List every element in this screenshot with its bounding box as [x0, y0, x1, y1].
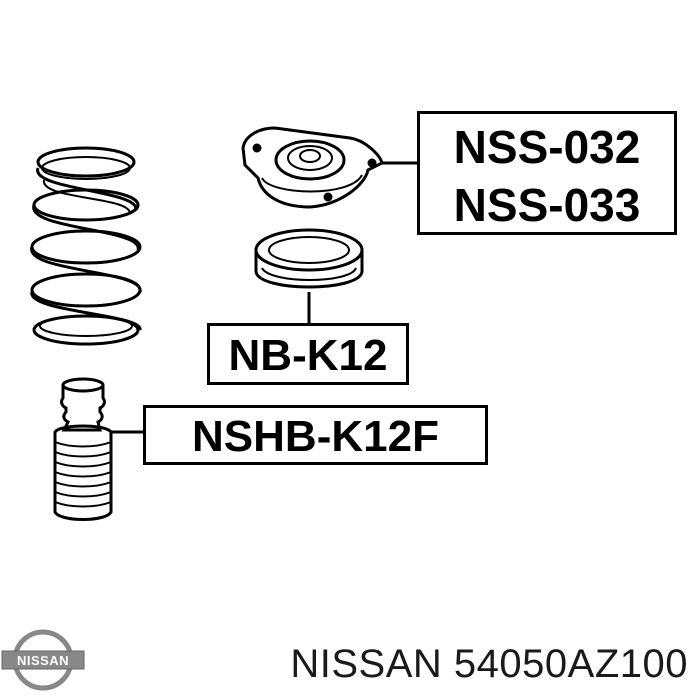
- label-box-top-mount: NSS-032 NSS-033: [417, 111, 677, 235]
- coil-spring-drawing: [30, 146, 142, 346]
- nissan-logo-text: NISSAN: [17, 653, 69, 668]
- bearing-drawing: [254, 228, 364, 289]
- label-bearing: NB-K12: [228, 331, 388, 380]
- bump-stop-drawing: [53, 377, 113, 521]
- label-box-bump-stop: NSHB-K12F: [143, 405, 488, 465]
- label-top-mount-1: NSS-032: [453, 121, 641, 173]
- nissan-logo-icon: NISSAN: [1, 629, 85, 691]
- label-box-bearing: NB-K12: [207, 323, 409, 385]
- footer-part-number: NISSAN 54050AZ100: [290, 642, 688, 686]
- leader-lines: [111, 161, 417, 434]
- strut-mount-drawing: [241, 126, 384, 209]
- label-top-mount-2: NSS-033: [453, 179, 641, 231]
- label-bump-stop: NSHB-K12F: [192, 412, 439, 461]
